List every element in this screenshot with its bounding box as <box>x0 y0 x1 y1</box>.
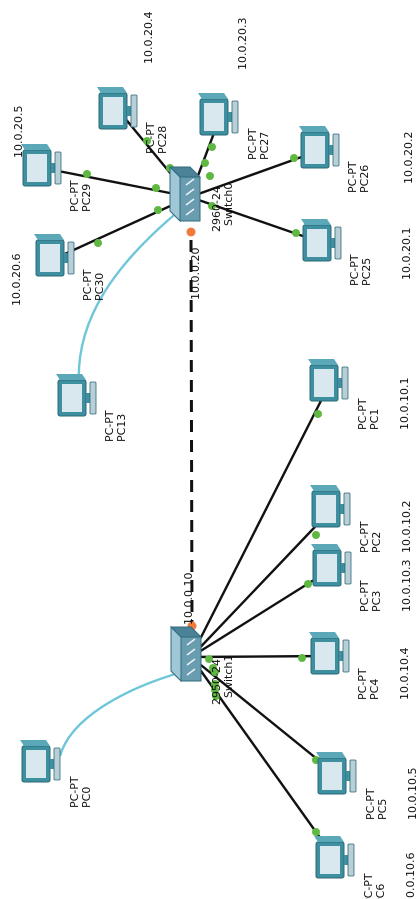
device-name-label-pc0: PC0 <box>80 787 93 808</box>
ip-address-label-pc28: 10.0.20.4 <box>142 12 155 64</box>
port-light-pc4-switch <box>211 680 219 688</box>
pc-computer-icon-pc25[interactable] <box>301 219 342 262</box>
ip-address-label-pc5: 10.0.10.5 <box>406 768 419 820</box>
pc-computer-icon-pc29[interactable] <box>21 144 62 187</box>
ip-address-label-pc25: 10.0.20.1 <box>400 228 413 280</box>
pc-computer-icon-pc13[interactable] <box>56 374 97 417</box>
port-light-pc29-switch <box>152 184 160 192</box>
device-type-label-pc13: PC-PT <box>103 410 116 442</box>
ip-address-label-pc30: 10.0.20.6 <box>10 254 23 306</box>
pc-computer-icon-pc30[interactable] <box>34 234 75 277</box>
port-light-pc26-pc <box>290 154 298 162</box>
console-link-pc0[interactable] <box>58 670 183 757</box>
port-light-pc27-pc <box>208 143 216 151</box>
switch-model-label-top: 2960-24 <box>210 186 223 232</box>
device-type-label-pc6: PC-PT <box>362 873 375 899</box>
device-type-label-pc5: PC-PT <box>364 788 377 820</box>
port-light-pc6-pc <box>312 828 320 836</box>
console-link-pc13[interactable] <box>77 209 181 397</box>
device-type-label-pc26: PC-PT <box>346 161 359 193</box>
port-light-pc28-pc <box>143 137 151 145</box>
port-light-pc4-pc <box>298 654 306 662</box>
port-light-pc5-switch <box>211 686 219 694</box>
network-switch-icon-bottom[interactable] <box>169 625 203 683</box>
device-name-label-pc3: PC3 <box>370 591 383 612</box>
device-name-label-pc27: PC27 <box>258 132 271 160</box>
device-type-label-pc25: PC-PT <box>348 254 361 286</box>
link-pc2[interactable] <box>190 508 333 658</box>
device-name-label-pc2: PC2 <box>370 532 383 553</box>
device-name-label-pc5: PC5 <box>376 799 389 820</box>
device-name-label-pc30: PC30 <box>93 273 106 301</box>
link-pc29[interactable] <box>42 166 191 199</box>
pc-computer-icon-pc4[interactable] <box>309 632 350 675</box>
pc-computer-icon-pc26[interactable] <box>299 126 340 169</box>
switch-model-label-bottom: 2950-24 <box>210 659 223 705</box>
port-light-pc26-switch <box>206 172 214 180</box>
ip-address-label-pc27: 10.0.20.3 <box>236 18 249 70</box>
port-light-pc3-pc <box>304 580 312 588</box>
port-light-pc27-switch <box>201 159 209 167</box>
pc-computer-icon-pc5[interactable] <box>316 752 357 795</box>
switch-ip-label-bottom: 10.0.0.10 <box>182 573 195 625</box>
ip-address-label-pc26: 10.0.20.2 <box>402 132 415 184</box>
device-name-label-pc13: PC13 <box>115 414 128 442</box>
pc-computer-icon-pc6[interactable] <box>314 836 355 879</box>
ip-address-label-pc2: 10.0.10.2 <box>400 501 413 553</box>
device-type-label-pc2: PC-PT <box>358 521 371 553</box>
ip-address-label-pc6: 10.0.10.6 <box>404 853 417 899</box>
device-type-label-pc30: PC-PT <box>81 269 94 301</box>
device-name-label-pc25: PC25 <box>360 258 373 286</box>
link-pc30[interactable] <box>55 195 191 260</box>
device-name-label-pc1: PC1 <box>368 409 381 430</box>
device-type-label-pc28: PC-PT <box>144 122 157 154</box>
link-pc4[interactable] <box>190 654 332 659</box>
ip-address-label-pc1: 10.0.10.1 <box>398 378 411 430</box>
port-light-pc29-pc <box>83 170 91 178</box>
device-name-label-pc29: PC29 <box>80 184 93 212</box>
port-light-pc25-switch <box>208 202 216 210</box>
device-type-label-pc3: PC-PT <box>358 580 371 612</box>
device-name-label-pc4: PC4 <box>368 679 381 700</box>
link-pc1[interactable] <box>189 382 332 658</box>
port-light-pc2-pc <box>312 531 320 539</box>
pc-computer-icon-pc0[interactable] <box>20 740 61 783</box>
switch-ip-label-top: 10.0.0.20 <box>189 248 202 300</box>
port-light-pc25-pc <box>292 229 300 237</box>
ip-address-label-pc29: 10.0.20.5 <box>12 106 25 158</box>
device-name-label-pc6: PC6 <box>374 884 387 899</box>
port-light-pc6-switch <box>212 692 220 700</box>
device-type-label-pc4: PC-PT <box>356 668 369 700</box>
ip-address-label-pc4: 10.0.10.4 <box>398 648 411 700</box>
switch-name-label-bottom: Switch1 <box>222 655 235 698</box>
pc-computer-icon-pc27[interactable] <box>198 93 239 136</box>
devices-layer <box>20 87 357 879</box>
trunk-link[interactable] <box>189 239 194 629</box>
pc-computer-icon-pc2[interactable] <box>310 485 351 528</box>
network-switch-icon-top[interactable] <box>168 165 202 223</box>
ip-address-label-pc3: 10.0.10.3 <box>400 560 413 612</box>
link-pc26[interactable] <box>189 148 322 199</box>
port-light-pc30-switch <box>154 206 162 214</box>
port-light-pc30-pc <box>94 239 102 247</box>
device-type-label-pc0: PC-PT <box>68 776 81 808</box>
pc-computer-icon-pc28[interactable] <box>97 87 138 130</box>
device-type-label-pc1: PC-PT <box>356 398 369 430</box>
device-name-label-pc26: PC26 <box>358 165 371 193</box>
port-light-pc1-switch <box>205 655 213 663</box>
ports-layer <box>83 137 322 836</box>
device-name-label-pc28: PC28 <box>156 126 169 154</box>
device-type-label-pc29: PC-PT <box>68 180 81 212</box>
trunk-port-top <box>186 227 196 237</box>
pc-computer-icon-pc1[interactable] <box>308 359 349 402</box>
pc-computer-icon-pc3[interactable] <box>311 544 352 587</box>
port-light-pc1-pc <box>314 410 322 418</box>
switch-name-label-top: Switch0 <box>222 183 235 226</box>
device-type-label-pc27: PC-PT <box>246 128 259 160</box>
link-pc5[interactable] <box>190 656 339 777</box>
port-light-pc3-switch <box>211 668 219 676</box>
